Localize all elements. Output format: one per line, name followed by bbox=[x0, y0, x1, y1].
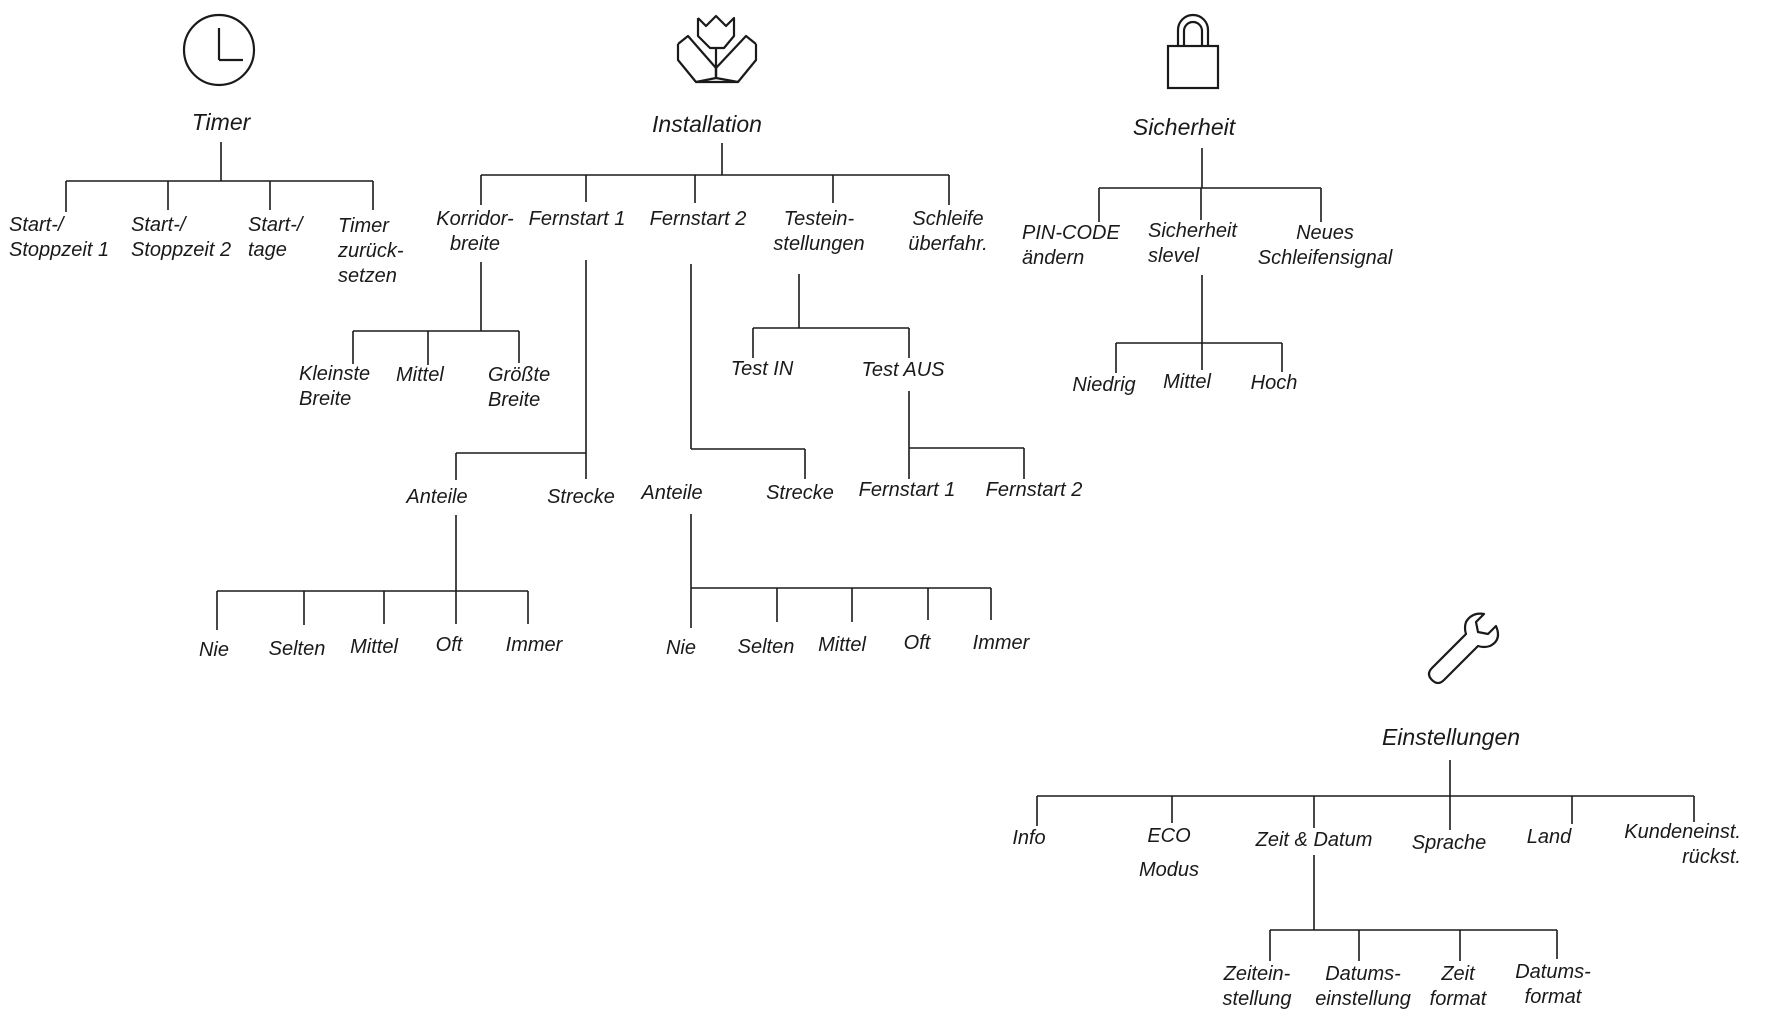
fs1-oft: Oft bbox=[435, 634, 463, 656]
timer-start-stop-1: Start-/Stoppzeit 1 bbox=[9, 214, 110, 261]
level-mittel: Mittel bbox=[1163, 371, 1211, 393]
fs2-oft: Oft bbox=[903, 632, 931, 654]
einst-kundeneinst-rueckst: Kundeneinst.rückst. bbox=[1624, 821, 1741, 868]
testeinstellungen: Testein-stellungen bbox=[773, 208, 865, 255]
test-aus: Test AUS bbox=[861, 359, 945, 381]
korridor-mittel: Mittel bbox=[396, 364, 444, 386]
level-niedrig: Niedrig bbox=[1072, 374, 1136, 396]
padlock-icon bbox=[1166, 13, 1220, 90]
test-aus-fernstart-1: Fernstart 1 bbox=[858, 479, 956, 501]
installation-title: Installation bbox=[652, 111, 762, 137]
einst-info: Info bbox=[1012, 827, 1046, 849]
fs2-mittel: Mittel bbox=[818, 634, 866, 656]
level-hoch: Hoch bbox=[1250, 372, 1298, 394]
test-aus-fernstart-2: Fernstart 2 bbox=[985, 479, 1083, 501]
clock-icon bbox=[181, 12, 257, 88]
sicherheit-title: Sicherheit bbox=[1132, 114, 1236, 140]
timer-start-stop-2: Start-/Stoppzeit 2 bbox=[131, 214, 232, 261]
fernstart-2: Fernstart 2 bbox=[649, 208, 747, 230]
fs1-anteile: Anteile bbox=[406, 486, 468, 508]
fs2-nie: Nie bbox=[665, 637, 697, 659]
fs1-strecke: Strecke bbox=[547, 486, 615, 508]
fs1-mittel: Mittel bbox=[350, 636, 398, 658]
fs2-selten: Selten bbox=[737, 636, 795, 658]
einst-sprache: Sprache bbox=[1411, 832, 1487, 854]
fs2-immer: Immer bbox=[972, 632, 1030, 654]
datumseinstellung: Datums-einstellung bbox=[1315, 963, 1411, 1010]
zeiteinstellung: Zeitein-stellung bbox=[1222, 963, 1292, 1010]
fs1-immer: Immer bbox=[505, 634, 563, 656]
einst-land: Land bbox=[1526, 826, 1572, 848]
fs2-strecke: Strecke bbox=[766, 482, 834, 504]
test-in: Test IN bbox=[730, 358, 794, 380]
fs1-selten: Selten bbox=[268, 638, 326, 660]
wrench-icon bbox=[1422, 608, 1508, 688]
fs2-anteile: Anteile bbox=[641, 482, 703, 504]
fs1-nie: Nie bbox=[198, 639, 230, 661]
korridorbreite: Korridor-breite bbox=[436, 208, 514, 255]
datumsformat: Datums-format bbox=[1515, 961, 1591, 1008]
fernstart-1: Fernstart 1 bbox=[528, 208, 626, 230]
timer-start-days: Start-/tage bbox=[248, 214, 303, 261]
einstellungen-title: Einstellungen bbox=[1381, 724, 1521, 750]
einst-zeit-datum: Zeit & Datum bbox=[1255, 829, 1373, 851]
timer-title: Timer bbox=[191, 109, 251, 135]
tulip-icon bbox=[676, 10, 758, 86]
